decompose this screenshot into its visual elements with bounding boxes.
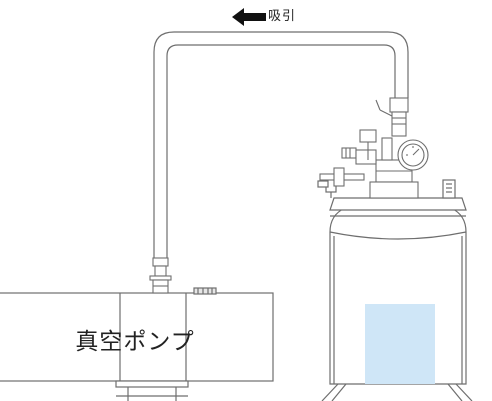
vacuum-pump — [0, 287, 274, 401]
suction-label: 吸引 — [268, 9, 297, 24]
pump-hose-fitting — [149, 257, 172, 294]
tank-lid-fittings — [319, 97, 429, 199]
suction-hose — [153, 31, 409, 262]
arrow-left-icon — [232, 8, 266, 26]
liquid-level — [365, 304, 435, 384]
vacuum-pump-label: 真空ポンプ — [75, 329, 195, 355]
